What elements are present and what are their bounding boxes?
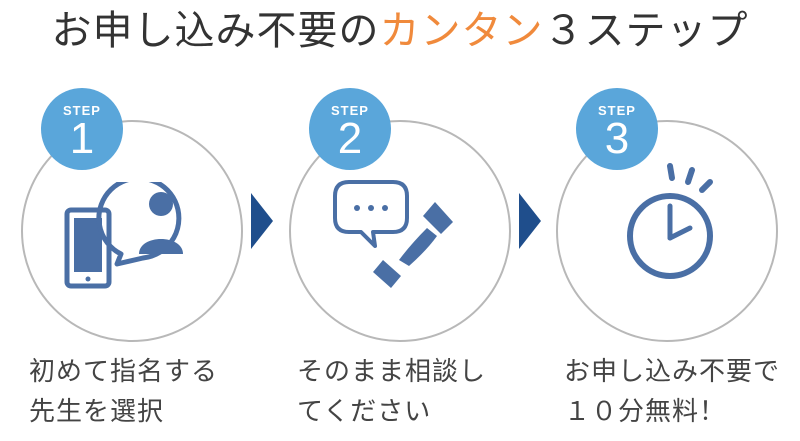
step-1-badge: STEP 1 — [41, 88, 123, 170]
step-2-badge-number: 2 — [337, 114, 363, 163]
chevron-right-icon — [251, 193, 273, 249]
title-prefix: お申し込み不要の — [51, 8, 380, 54]
step-3-description: お申し込み不要で １０分無料！ — [564, 352, 800, 432]
step-2-badge-label: STEP — [331, 103, 369, 118]
step-3-badge-label: STEP — [598, 103, 636, 118]
step-1-badge-label: STEP — [63, 103, 101, 118]
title-suffix: ３ステップ — [543, 8, 749, 54]
step-3: STEP 3 お申し込み不要で １０分無料！ — [556, 88, 800, 427]
step-2-badge: STEP 2 — [309, 88, 391, 170]
step-2: STEP 2 そのまま相談し てください — [289, 88, 537, 427]
step-3-badge-number: 3 — [604, 114, 630, 163]
step-2-line-2: てください — [297, 397, 432, 427]
step-1-description: 初めて指名する 先生を選択 — [29, 352, 269, 432]
step-1-line-2: 先生を選択 — [29, 397, 165, 427]
page-title: お申し込み不要のカンタン３ステップ — [0, 6, 800, 56]
step-2-description: そのまま相談し てください — [297, 352, 537, 432]
step-1-badge-number: 1 — [69, 114, 95, 163]
step-1: STEP 1 初めて指名する 先生を選択 — [21, 88, 269, 427]
chevron-right-icon — [519, 193, 541, 249]
smartphone-person-icon — [64, 182, 201, 289]
chat-phone-icon — [333, 180, 453, 288]
title-accent: カンタン — [379, 8, 544, 54]
step-3-line-2: １０分無料！ — [564, 397, 727, 427]
step-3-badge: STEP 3 — [576, 88, 658, 170]
stopwatch-icon — [627, 163, 713, 279]
step-1-line-1: 初めて指名する — [29, 357, 219, 387]
step-3-line-1: お申し込み不要で — [564, 357, 781, 387]
step-2-line-1: そのまま相談し — [297, 357, 487, 387]
